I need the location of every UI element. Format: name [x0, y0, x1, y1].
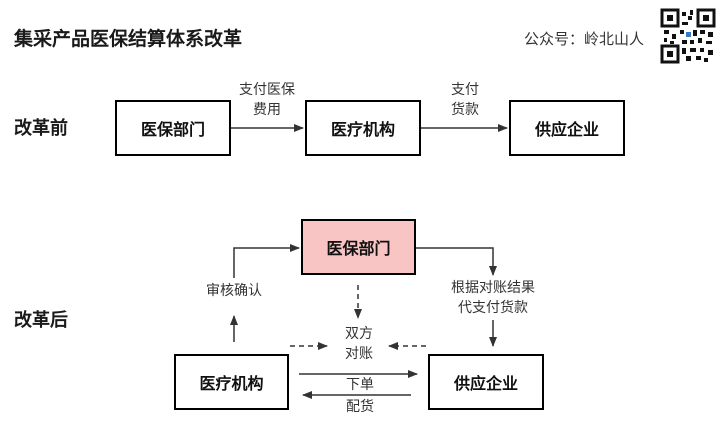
node-before-medical-insurance: 医保部门: [115, 100, 231, 156]
node-before-supplier: 供应企业: [509, 100, 625, 156]
after-arrow-to-top: [233, 244, 300, 278]
node-after-supplier: 供应企业: [428, 354, 544, 410]
edge-label-order: 下单: [346, 377, 374, 393]
node-after-medical-insurance: 医保部门: [301, 219, 416, 275]
edge-label-reconcile: 双方 对账: [334, 324, 384, 364]
edge-label-line: 费用: [253, 102, 281, 118]
edge-label-before-bc: 支付 货款: [430, 80, 500, 120]
edge-label-before-ab: 支付医保 费用: [222, 80, 312, 120]
edge-label-line: 对账: [345, 346, 373, 362]
node-after-hospital: 医疗机构: [174, 354, 289, 410]
qr-code-icon: [660, 8, 716, 64]
edge-label-line: 双方: [345, 326, 373, 342]
page-title: 集采产品医保结算体系改革: [14, 28, 243, 50]
edge-label-line: 货款: [451, 102, 479, 118]
edge-label-confirm: 审核确认: [206, 283, 262, 299]
account-label: 公众号：岭北山人: [524, 30, 645, 48]
node-before-hospital: 医疗机构: [305, 100, 421, 156]
edge-label-line: 支付医保: [239, 82, 295, 98]
section-label-before: 改革前: [14, 118, 68, 139]
edge-label-line: 根据对账结果: [451, 280, 535, 296]
edge-label-deliver: 配货: [346, 399, 374, 415]
edge-label-line: 支付: [451, 82, 479, 98]
section-label-after: 改革后: [14, 310, 68, 331]
after-arrow-top-right: [416, 247, 497, 276]
edge-label-line: 代支付货款: [458, 300, 528, 316]
edge-label-pay: 根据对账结果 代支付货款: [438, 278, 548, 318]
